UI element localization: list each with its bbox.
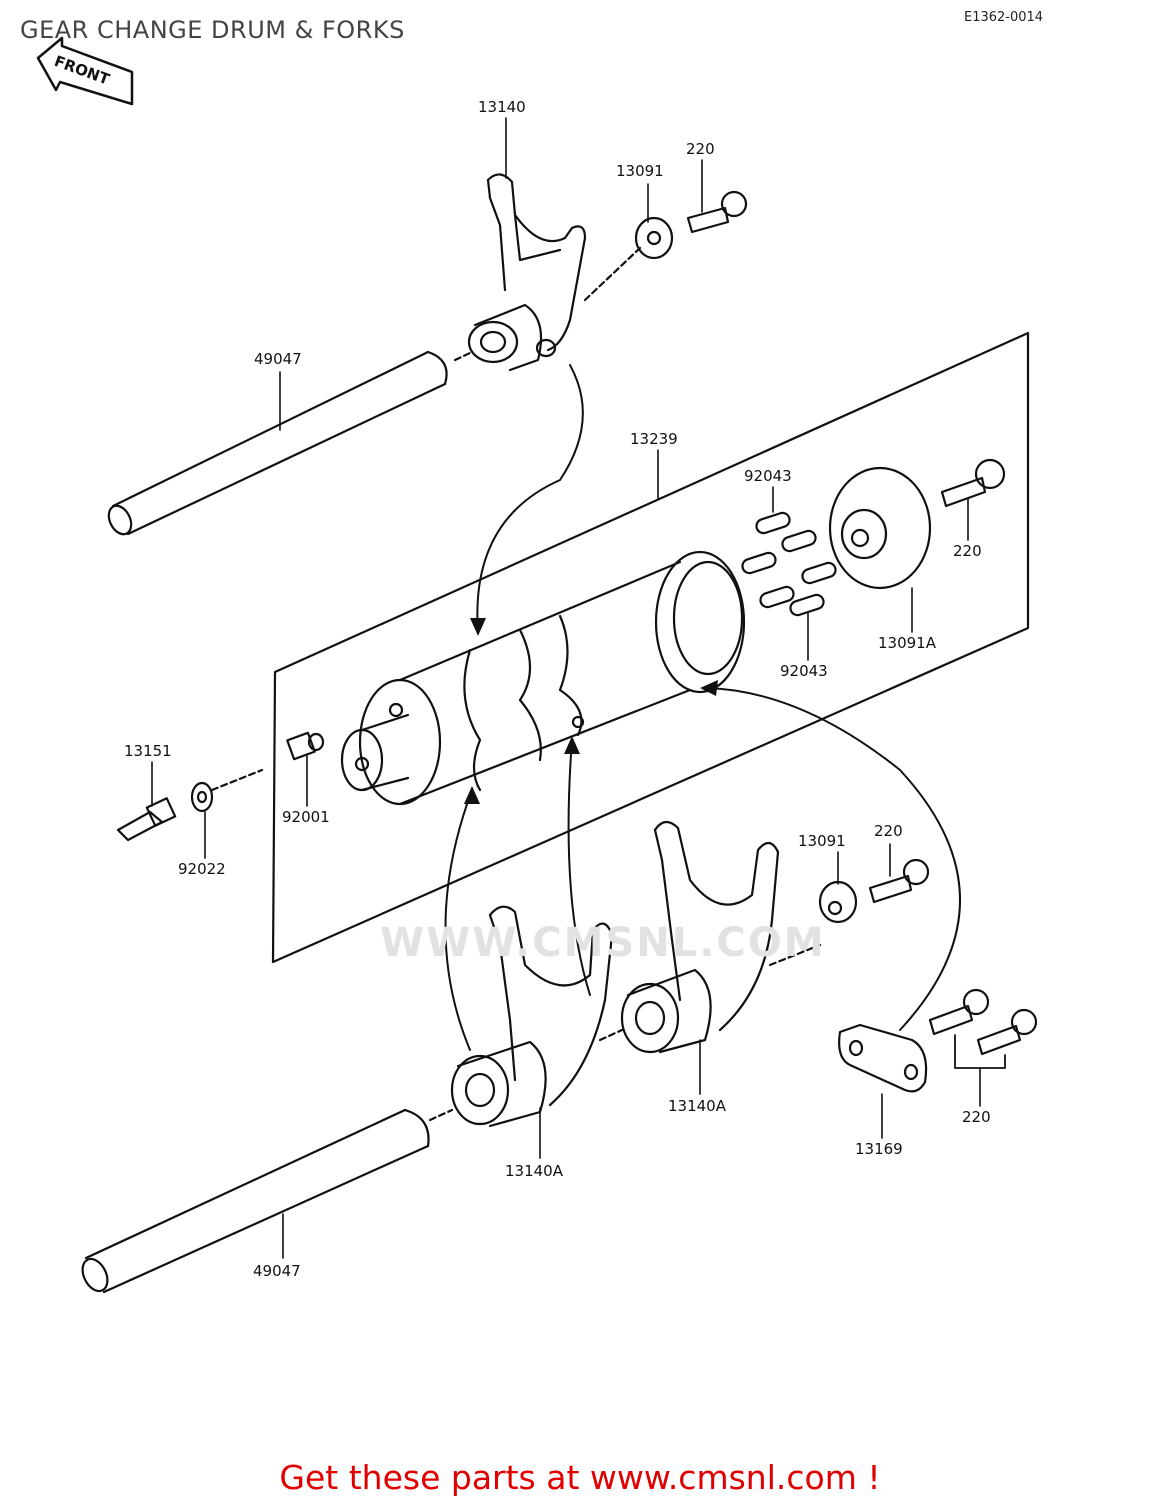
page-title: GEAR CHANGE DRUM & FORKS <box>20 16 405 44</box>
drum-panel <box>271 331 1030 964</box>
label-13091-top: 13091 <box>616 162 664 180</box>
shaft-bottom <box>81 1108 430 1294</box>
label-49047-bottom: 49047 <box>253 1262 301 1280</box>
stopper-bolts <box>928 988 1038 1069</box>
shaft-top <box>107 350 448 536</box>
label-220-bottom: 220 <box>874 822 903 840</box>
label-13140: 13140 <box>478 98 526 116</box>
label-13169: 13169 <box>855 1140 903 1158</box>
bolt-top <box>686 190 748 234</box>
drum-plate <box>828 466 932 590</box>
bolt-right <box>940 458 1006 508</box>
label-220-top: 220 <box>686 140 715 158</box>
label-92001: 92001 <box>282 808 330 826</box>
label-13140a-mid: 13140A <box>668 1097 726 1115</box>
label-13140a-low: 13140A <box>505 1162 563 1180</box>
neutral-switch <box>116 797 177 842</box>
label-13239: 13239 <box>630 430 678 448</box>
drum-plug <box>286 731 325 761</box>
label-92022: 92022 <box>178 860 226 878</box>
bolt-bottom <box>868 858 930 904</box>
label-49047-top: 49047 <box>254 350 302 368</box>
washer-top <box>634 216 674 260</box>
label-92043-bottom: 92043 <box>780 662 828 680</box>
cta-link[interactable]: Get these parts at www.cmsnl.com ! <box>279 1458 881 1497</box>
label-13091a: 13091A <box>878 634 936 652</box>
gear-change-drum <box>340 550 746 806</box>
washer-bottom <box>818 880 858 924</box>
label-13091-bottom: 13091 <box>798 832 846 850</box>
diagram-code: E1362-0014 <box>964 10 1044 25</box>
pins-92043 <box>741 511 837 617</box>
stopper-plate <box>838 1023 928 1093</box>
front-arrow-icon <box>36 36 134 106</box>
label-92043-top: 92043 <box>744 467 792 485</box>
gasket <box>190 781 214 813</box>
label-220-right: 220 <box>953 542 982 560</box>
watermark: WWW.CMSNL.COM <box>380 920 826 966</box>
fork-top <box>467 173 587 372</box>
label-13151: 13151 <box>124 742 172 760</box>
fork-mid <box>620 820 780 1054</box>
label-220-stopper: 220 <box>962 1108 991 1126</box>
